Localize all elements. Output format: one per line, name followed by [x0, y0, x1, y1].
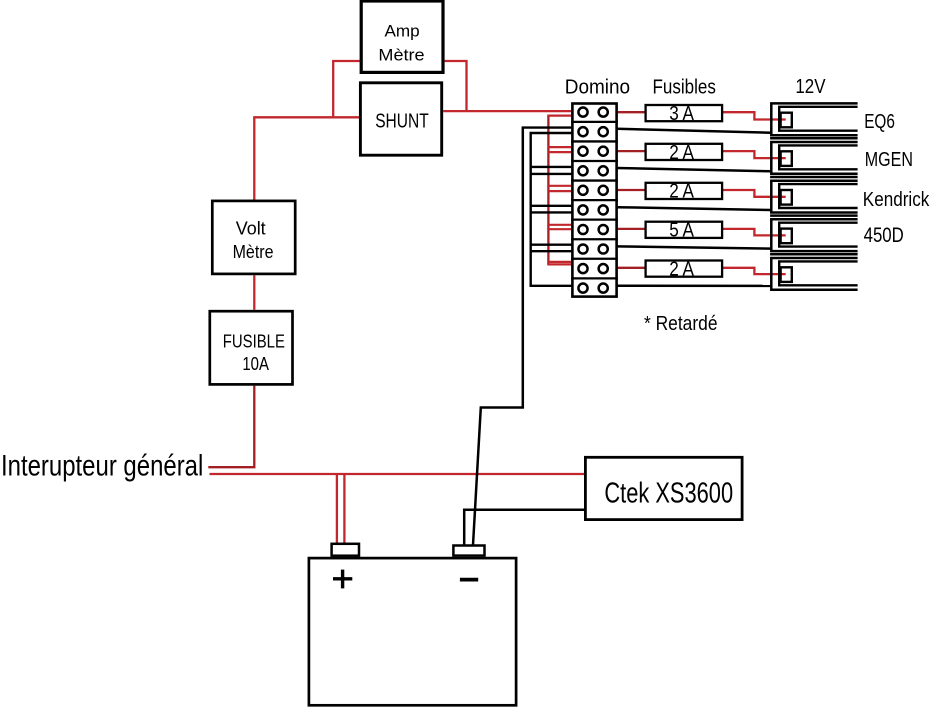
svg-text:2 A: 2 A: [669, 181, 694, 203]
svg-text:Fusibles: Fusibles: [653, 77, 716, 99]
svg-text:3 A: 3 A: [669, 103, 694, 125]
svg-text:2 A: 2 A: [669, 259, 694, 281]
svg-text:12V: 12V: [795, 76, 825, 98]
svg-text:Ctek XS3600: Ctek XS3600: [604, 477, 733, 509]
svg-text:5 A: 5 A: [669, 220, 694, 242]
svg-text:Mètre: Mètre: [378, 45, 424, 64]
svg-text:Amp: Amp: [385, 22, 420, 41]
svg-text:Volt: Volt: [236, 219, 266, 239]
svg-text:Mètre: Mètre: [233, 242, 274, 262]
svg-text:MGEN: MGEN: [865, 149, 913, 171]
svg-text:10A: 10A: [242, 354, 269, 374]
svg-text:Kendrick: Kendrick: [863, 189, 930, 211]
svg-text:2 A: 2 A: [669, 142, 694, 164]
svg-text:450D: 450D: [864, 224, 904, 247]
svg-text:FUSIBLE: FUSIBLE: [223, 331, 285, 351]
svg-text:Domino: Domino: [565, 77, 630, 99]
svg-text:* Retardé: * Retardé: [644, 312, 718, 335]
svg-text:SHUNT: SHUNT: [375, 111, 429, 133]
svg-text:Interupteur général: Interupteur général: [1, 451, 203, 483]
svg-text:EQ6: EQ6: [864, 110, 895, 133]
